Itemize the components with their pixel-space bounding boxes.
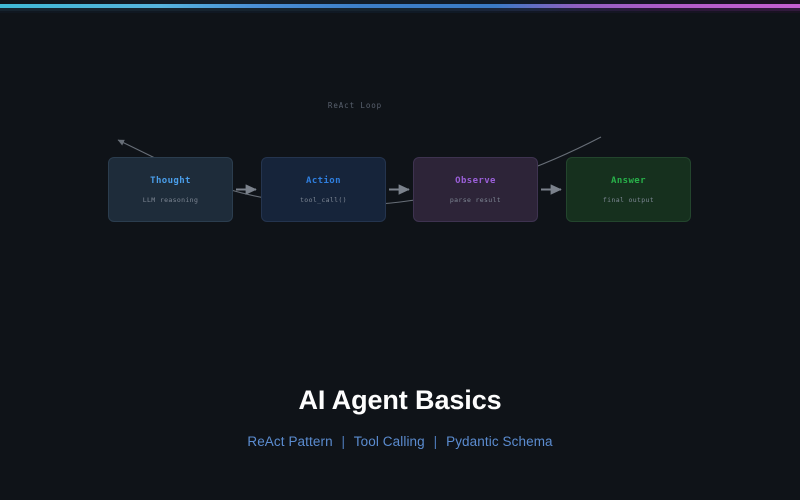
node-action-sublabel: tool_call(): [300, 195, 347, 204]
node-thought-label: Thought: [150, 175, 191, 186]
node-action[interactable]: Action tool_call(): [261, 157, 386, 222]
react-loop-diagram: ReAct Loop Thought LLM reasoning Action: [108, 101, 691, 222]
accent-bar-base: [0, 11, 800, 13]
node-thought[interactable]: Thought LLM reasoning: [108, 157, 233, 222]
subtitle-item-pydantic-schema: Pydantic Schema: [446, 434, 553, 449]
page-subtitle: ReAct Pattern | Tool Calling | Pydantic …: [0, 434, 800, 449]
accent-bar-glow: [0, 0, 800, 4]
subtitle-item-react-pattern: ReAct Pattern: [247, 434, 333, 449]
node-answer[interactable]: Answer final output: [566, 157, 691, 222]
node-action-label: Action: [306, 175, 341, 186]
gradient-accent-bar: [0, 4, 800, 8]
node-answer-label: Answer: [611, 175, 646, 186]
node-observe[interactable]: Observe parse result: [413, 157, 538, 222]
subtitle-item-tool-calling: Tool Calling: [353, 434, 425, 449]
page-title: AI Agent Basics: [298, 385, 502, 415]
diagram-connectors: [117, 136, 602, 206]
accent-bar-shadow: [0, 8, 800, 11]
node-answer-sublabel: final output: [602, 195, 655, 204]
subtitle-separator-1: |: [341, 434, 346, 449]
title-block: AI Agent Basics ReAct Pattern | Tool Cal…: [0, 380, 800, 449]
node-thought-sublabel: LLM reasoning: [142, 195, 199, 204]
node-observe-label: Observe: [455, 175, 496, 186]
subtitle-separator-2: |: [433, 434, 438, 449]
diagram-loop-label: ReAct Loop: [327, 101, 383, 110]
node-observe-sublabel: parse result: [449, 195, 502, 204]
